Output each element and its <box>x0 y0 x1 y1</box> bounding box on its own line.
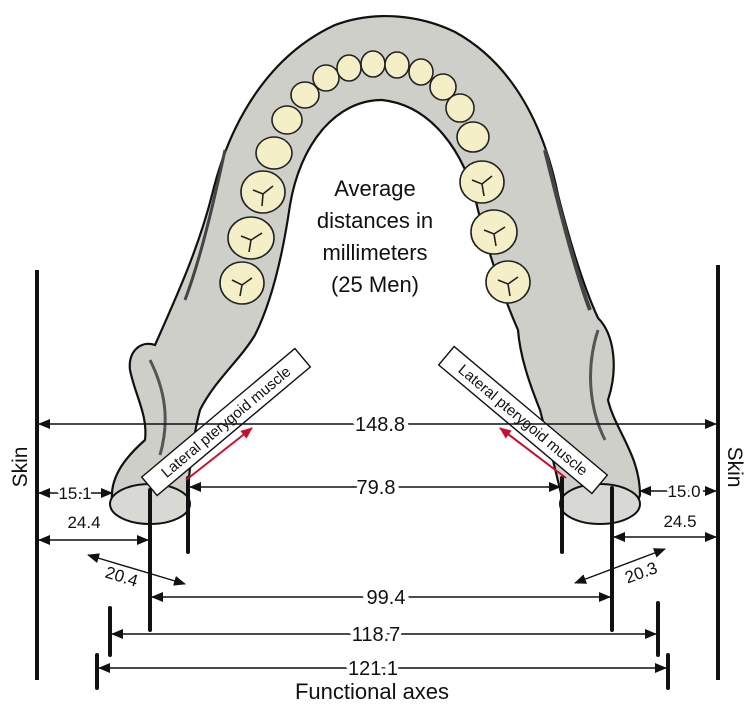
tooth <box>361 51 385 77</box>
tooth <box>385 52 409 78</box>
dim-label-skin-to-skin: 148.8 <box>355 414 405 436</box>
tooth <box>272 106 302 134</box>
caption-line-1: Average <box>334 176 416 201</box>
dim-label-axis-span-3: 121.1 <box>348 658 398 680</box>
tooth <box>220 262 264 304</box>
dim-label-left-upper: 15.1 <box>58 484 91 503</box>
tooth <box>457 122 489 152</box>
caption: Average distances in millimeters (25 Men… <box>317 176 433 297</box>
dim-label-left-diagonal: 20.4 <box>103 563 140 591</box>
dim-label-left-lower: 24.4 <box>67 513 100 532</box>
dim-label-axis-span-1: 99.4 <box>367 587 406 609</box>
tooth <box>256 137 292 169</box>
dim-label-medial-span: 79.8 <box>357 477 396 499</box>
tooth <box>337 55 361 81</box>
functional-axes-label: Functional axes <box>295 679 449 704</box>
tooth <box>241 171 285 213</box>
tooth <box>409 59 433 85</box>
dim-label-axis-span-2: 118.7 <box>352 624 401 646</box>
caption-line-4: (25 Men) <box>331 272 419 297</box>
right-condyle <box>560 484 640 524</box>
caption-line-2: distances in <box>317 208 433 233</box>
tooth <box>446 94 474 122</box>
tooth <box>486 261 530 303</box>
skin-label-right: Skin <box>723 447 746 488</box>
caption-line-3: millimeters <box>322 240 427 265</box>
tooth <box>460 161 504 203</box>
dim-label-right-upper: 15.0 <box>667 482 700 501</box>
tooth <box>228 217 274 259</box>
tooth <box>471 210 517 254</box>
tooth <box>313 65 339 91</box>
dim-label-right-lower: 24.5 <box>663 512 696 531</box>
skin-label-left: Skin <box>9 447 32 488</box>
